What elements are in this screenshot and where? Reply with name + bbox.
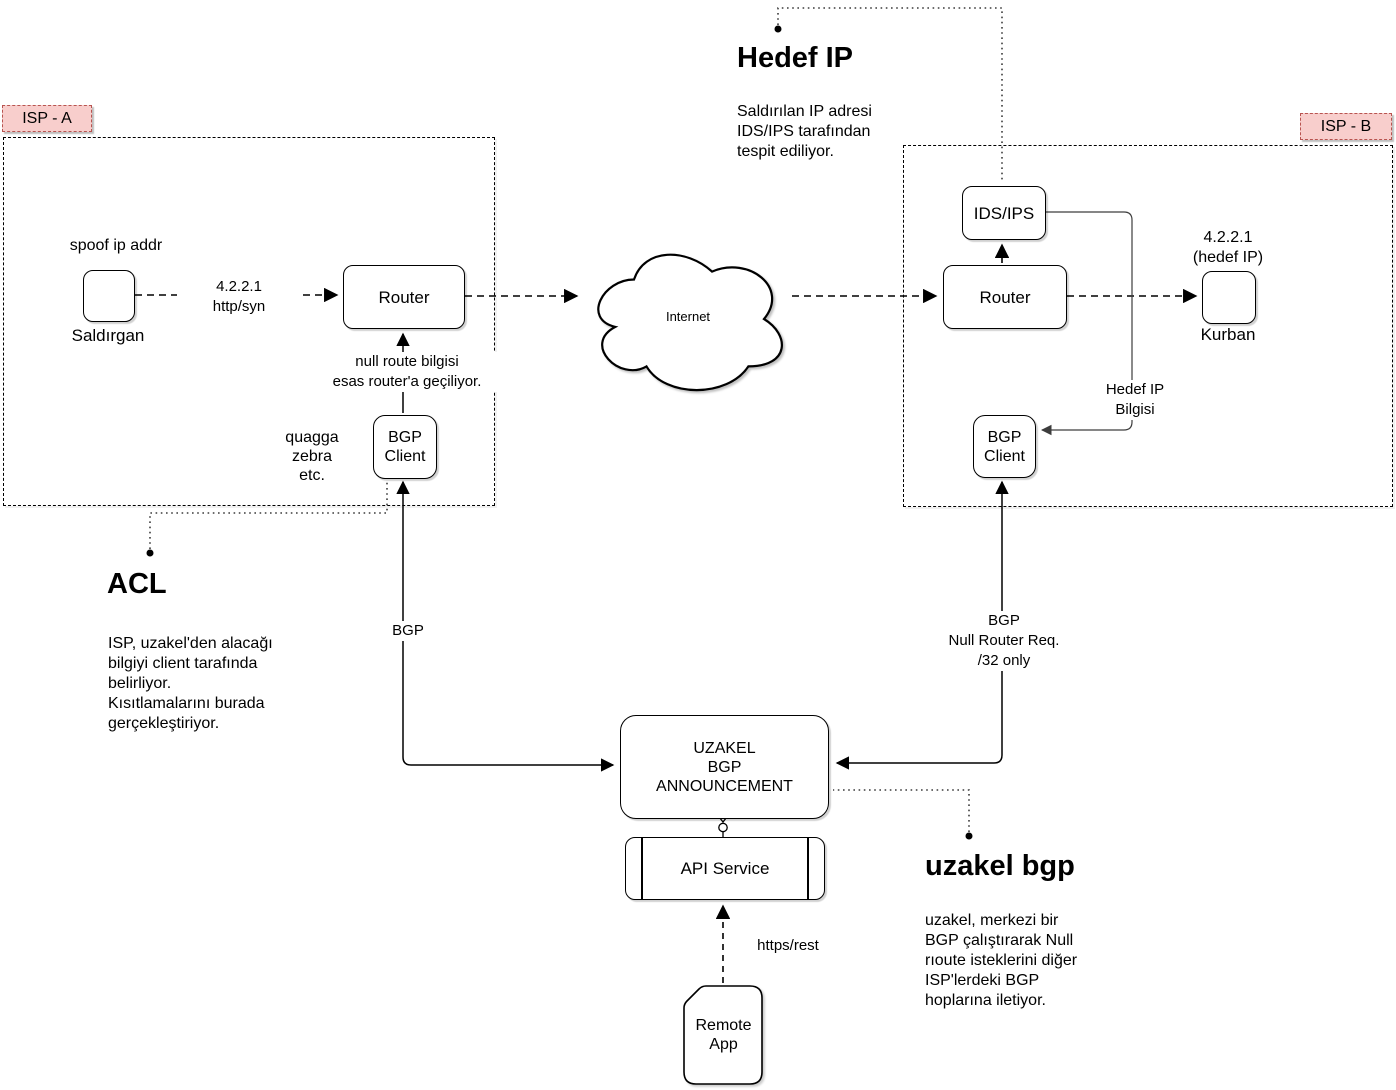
router-a-node: Router [343, 265, 465, 329]
kurban-node [1202, 271, 1256, 324]
uzakel-bgp-title: uzakel bgp [925, 850, 1075, 882]
edge-bgp-right-label: BGP Null Router Req. /32 only [928, 611, 1080, 671]
bgp-client-b-node: BGP Client [973, 415, 1036, 478]
hedef-ip-title: Hedef IP [737, 42, 854, 74]
remote-app-card-shape [683, 985, 763, 1085]
edge-hedef-ip-bilgisi-label: Hedef IP Bilgisi [1095, 380, 1175, 420]
edge-attack-label: 4.2.2.1 http/syn [177, 277, 301, 317]
remote-app-node: Remote App [683, 985, 764, 1085]
callout-acl-line [149, 481, 388, 549]
callout-acl-bullet [146, 549, 154, 557]
bgp-client-a-node: BGP Client [373, 415, 437, 479]
isp-a-group-box [3, 137, 495, 506]
api-service-label: API Service [680, 859, 770, 878]
api-service-right-bar [807, 838, 809, 899]
callout-hedef-ip-line [777, 7, 1003, 183]
kurban-ip-note: 4.2.2.1 (hedef IP) [1192, 229, 1264, 266]
edge-hedef-ip-bilgisi-line [1040, 211, 1133, 436]
acl-title: ACL [107, 568, 167, 600]
isp-b-group-box [903, 145, 1393, 507]
hedef-ip-body: Saldırılan IP adresi IDS/IPS tarafından … [737, 103, 872, 160]
callout-hedef-ip-bullet [774, 25, 782, 33]
isp-a-label: ISP - A [2, 105, 92, 132]
attacker-label: Saldırgan [71, 326, 145, 345]
remote-app-label: Remote App [695, 1017, 752, 1053]
acl-body: ISP, uzakel'den alacağı bilgiyi client t… [108, 635, 273, 732]
attacker-node [83, 270, 135, 322]
api-service-left-bar [641, 838, 643, 899]
uzakel-api-port-circle [718, 822, 728, 833]
isp-b-label: ISP - B [1300, 113, 1392, 140]
edge-null-route-label: null route bilgisi esas router'a geçiliy… [310, 352, 504, 392]
uzakel-announcement-node: UZAKEL BGP ANNOUNCEMENT [620, 715, 829, 819]
kurban-label: Kurban [1200, 325, 1256, 344]
edge-bgp-left-line [396, 480, 615, 772]
callout-uzakel-bgp-line [833, 789, 970, 832]
edge-bgp-right-line [835, 480, 1009, 770]
edge-bgp-left-label: BGP [384, 621, 432, 641]
internet-label: Internet [665, 309, 711, 324]
internet-cloud [597, 253, 783, 392]
quagga-note: quagga zebra etc. [285, 429, 339, 484]
callout-uzakel-bgp-bullet [965, 832, 973, 840]
spoof-ip-note: spoof ip addr [69, 237, 163, 254]
edge-https-rest-label: https/rest [745, 936, 831, 956]
uzakel-bgp-body: uzakel, merkezi bir BGP çalıştırarak Nul… [925, 912, 1078, 1009]
router-b-node: Router [943, 265, 1067, 329]
api-service-node: API Service [625, 837, 825, 900]
ids-ips-node: IDS/IPS [962, 186, 1046, 240]
